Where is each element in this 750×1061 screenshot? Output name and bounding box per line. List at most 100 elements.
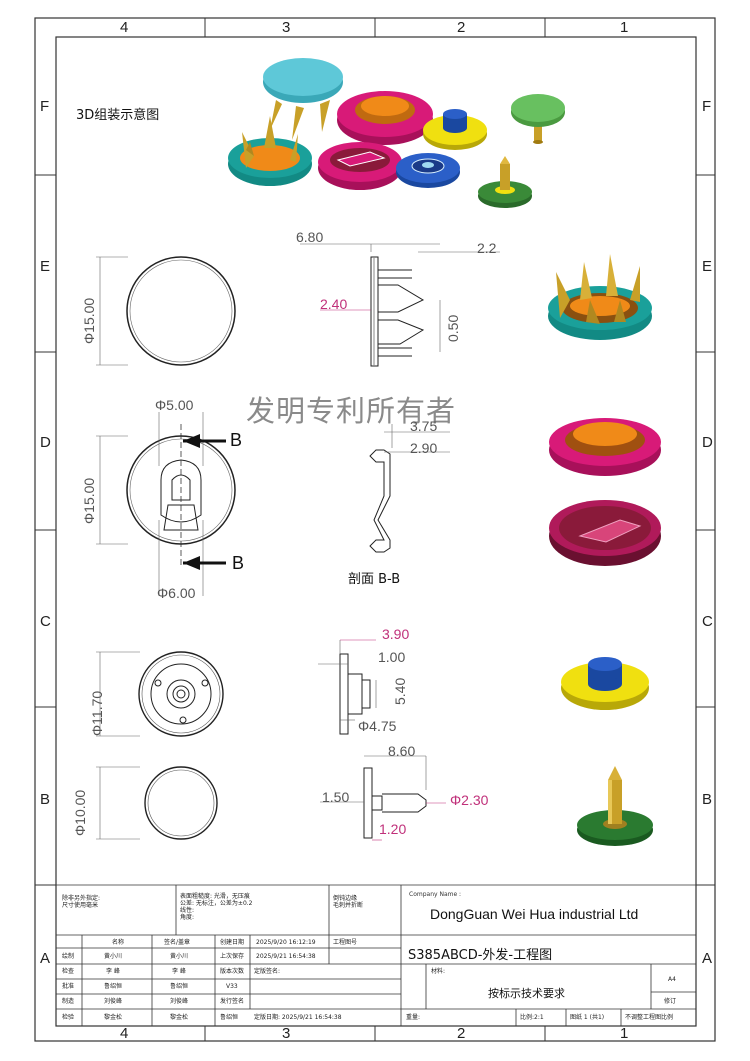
dim-diameter-15-mid: Φ15.00	[81, 477, 97, 524]
view-b-front	[96, 766, 218, 840]
dim-5-40: 5.40	[392, 677, 408, 705]
tb-r2-c3: V33	[226, 983, 238, 990]
section-label: 剖面 B-B	[348, 572, 401, 587]
dim-0-50: 0.50	[445, 314, 461, 342]
zone-right-e: E	[702, 258, 713, 275]
zone-left-b: B	[40, 791, 51, 808]
dim-2-2: 2.2	[477, 240, 497, 256]
zone-right-c: C	[702, 613, 713, 630]
green-post	[478, 156, 532, 208]
tb-r3-c3: 发行签名	[220, 998, 245, 1005]
zone-right-a: A	[702, 950, 713, 967]
dim-diameter-5: Φ5.00	[155, 397, 194, 413]
tb-r0-c4: 2025/9/21 16:54:38	[256, 953, 316, 960]
view-d-3d-bottom	[549, 500, 661, 566]
tb-h-created: 创建日期	[220, 939, 245, 946]
zone-left-f: F	[40, 98, 50, 115]
zone-right-d: D	[702, 434, 713, 451]
assembly-3d-view	[228, 58, 565, 208]
zone-top-2: 2	[457, 19, 466, 36]
tb-note-left: 除非另外指定: 尺寸使用毫米	[62, 895, 101, 909]
zone-left-a: A	[40, 950, 51, 967]
tb-r1-c2: 李 峰	[172, 968, 186, 975]
zone-left-e: E	[40, 258, 51, 275]
zone-left-c: C	[40, 613, 51, 630]
zone-left-d: D	[40, 434, 51, 451]
dim-1-50: 1.50	[322, 789, 350, 805]
material-label: 材料:	[431, 968, 446, 975]
zone-top-1: 1	[620, 19, 629, 36]
zone-bottom-4: 4	[120, 1025, 129, 1042]
revise-label: 修订	[664, 998, 677, 1005]
dim-8-60: 8.60	[388, 743, 416, 759]
tb-edge: 倒钝边缘 毛刺并折断	[333, 895, 364, 909]
dim-diameter-11-70: Φ11.70	[89, 690, 105, 736]
dim-diameter-4-75: Φ4.75	[358, 718, 397, 734]
tb-r3-c1: 刘俊峰	[104, 998, 123, 1005]
teal-prong-ring	[228, 116, 312, 186]
tb-r4-c4: 定版日期: 2025/9/21 16:54:38	[254, 1014, 342, 1021]
view-d-front	[96, 412, 236, 596]
zone-right-b: B	[702, 791, 713, 808]
tb-r2-c2: 鲁绍恒	[170, 983, 189, 990]
view-e-3d	[548, 254, 652, 340]
company-label: Company Name :	[409, 891, 462, 898]
assembly-title: 3D组装示意图	[76, 108, 160, 123]
title-block-grid	[56, 884, 696, 1026]
dim-diameter-10: Φ10.00	[72, 789, 88, 836]
view-c-3d	[561, 657, 649, 710]
tb-r0-c1: 黄小川	[104, 953, 123, 960]
view-e-side	[300, 243, 500, 367]
tb-r0-c2: 黄小川	[170, 953, 189, 960]
tb-r3-c0: 制造	[62, 998, 75, 1005]
paper-size: A4	[668, 976, 676, 983]
zone-ticks	[35, 18, 715, 1041]
tb-h-created-date: 2025/9/20 16:12:19	[256, 939, 316, 946]
watermark: 发明专利所有者	[246, 394, 457, 428]
tb-r2-c0: 批准	[62, 983, 75, 990]
dim-1-00: 1.00	[378, 649, 406, 665]
view-e-front	[96, 256, 236, 366]
dim-diameter-6: Φ6.00	[157, 585, 196, 601]
tb-r1-c0: 检查	[62, 968, 75, 975]
tb-sheet: 图纸 1 (共1)	[570, 1014, 605, 1021]
tb-scale: 比例:2:1	[520, 1014, 544, 1021]
tb-r2-c1: 鲁绍恒	[104, 983, 123, 990]
view-c-side	[318, 639, 377, 735]
tb-r4-c3: 鲁绍恒	[220, 1014, 239, 1021]
view-b-3d	[577, 766, 653, 846]
section-b-b-view	[369, 424, 450, 553]
view-d-3d-top	[549, 418, 661, 476]
cyan-cap	[263, 58, 343, 140]
dim-diameter-2-30: Φ2.30	[450, 792, 489, 808]
tb-h-dwg-no: 工程图号	[333, 939, 358, 946]
zone-bottom-2: 2	[457, 1025, 466, 1042]
dim-1-20: 1.20	[379, 821, 407, 837]
company-name: DongGuan Wei Hua industrial Ltd	[430, 906, 639, 922]
dim-diameter-15-top: Φ15.00	[81, 297, 97, 344]
zone-bottom-1: 1	[620, 1025, 629, 1042]
tb-r1-c3: 版本次数	[220, 968, 245, 975]
view-c-front	[96, 651, 224, 737]
tb-noscale: 不调整工程图比例	[625, 1014, 674, 1021]
tb-r4-c0: 检验	[62, 1014, 75, 1021]
inner-frame	[55, 36, 697, 1027]
zone-right-f: F	[702, 98, 712, 115]
tb-r4-c1: 黎金松	[104, 1014, 123, 1021]
dim-6-80: 6.80	[296, 229, 324, 245]
dim-2-90: 2.90	[410, 440, 438, 456]
zone-top-4: 4	[120, 19, 129, 36]
dim-2-40: 2.40	[320, 296, 348, 312]
tb-r4-c2: 黎金松	[170, 1014, 189, 1021]
green-cap	[511, 94, 565, 144]
tb-weight: 重量:	[406, 1014, 421, 1021]
yellow-blue-part	[423, 109, 487, 150]
zone-top-3: 3	[282, 19, 291, 36]
dim-3-75: 3.75	[410, 418, 438, 434]
tb-r0-c3: 上次保存	[220, 953, 245, 960]
blue-socket	[396, 153, 460, 188]
zone-bottom-3: 3	[282, 1025, 291, 1042]
tb-surface: 表面粗糙度: 光滑，无压痕 公差: 无标注，公差为±0.2 线性: 角度:	[180, 893, 253, 921]
tb-h-sign: 签名/盖章	[164, 939, 191, 946]
